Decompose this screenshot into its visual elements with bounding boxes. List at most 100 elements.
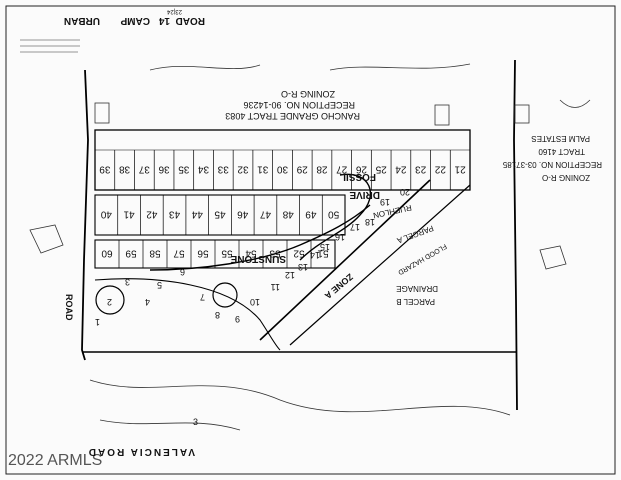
lot-number: 42 [146,209,158,220]
lot-number: 1 [95,317,100,327]
lot-number: 56 [197,248,209,259]
lot-number: 40 [100,209,112,220]
west-road-label: ROAD [64,294,74,321]
lot-number: 34 [198,164,210,175]
lot-number: 24 [395,164,407,175]
scan-border [5,5,616,475]
right-reception: RECEPTION NO. 03-37185 [502,160,602,169]
lot-number: 39 [99,164,111,175]
page-mark: 3 [193,417,198,427]
right-tract: TRACT 4160 [538,147,585,156]
drainage-label: DRAINAGE [396,284,438,293]
zone-a-line-1 [259,179,431,341]
lot-number: 55 [221,248,233,259]
bottom-road-label: VALENCIA ROAD [87,446,195,457]
lot-number: 54 [245,248,257,259]
lot-number: 50 [328,209,340,220]
lot-number: 9 [235,314,240,324]
middle-lot-numbers: 40 41 42 43 44 45 46 47 48 49 50 [100,209,339,220]
grid-label: 23|24 [166,8,182,14]
lot-number: 16 [335,232,345,242]
top-left-notes [20,39,80,53]
lot-number: 17 [350,222,360,232]
lot-number: 11 [271,282,280,292]
west-boundary [81,69,89,361]
lot-number: 44 [191,209,203,220]
lot-number: 60 [101,248,113,259]
lot-number: 48 [282,209,294,220]
middle-lot-block [94,194,346,236]
middle-lot-dividers [117,195,323,235]
lot-number: 49 [305,209,317,220]
cul-de-sac-mid [212,282,238,308]
east-boundary [513,59,518,411]
lot-number: 46 [237,209,249,220]
lot-number: 29 [296,164,308,175]
lot-number: 37 [138,164,150,175]
lot-number: 35 [178,164,190,175]
lot-number: 43 [169,209,181,220]
lot-number: 30 [277,164,289,175]
fossil-label: FOSSIL [340,171,376,182]
lot-number: 12 [285,270,295,280]
top-label-road: ROAD [176,15,205,26]
lot-number: 36 [158,164,170,175]
lot-number: 57 [173,248,185,259]
lot-number: 5 [157,280,162,290]
right-zoning: ZONING R-O [542,173,590,182]
top-header: CAMP URBAN 14 ROAD [64,15,205,26]
lot-number: 4 [145,297,150,307]
fossil-drive-curve [299,173,371,261]
cul-de-sac-left [95,285,125,315]
lot-number: 58 [149,248,161,259]
ruehlon-label: RUEHLON [372,203,412,220]
lot-number: 52 [293,248,305,259]
tract-title-block: RANCHO GRANDE TRACT 4083 RECEPTION NO. 9… [225,89,360,121]
lot-number: 38 [119,164,131,175]
top-label-urban: URBAN [64,15,100,26]
zone-a-line-2 [289,184,471,346]
sunstone-curve [149,204,371,271]
lot-number: 51 [317,248,329,259]
lot-number: 21 [454,164,466,175]
lot-number: 45 [214,209,226,220]
tract-title-line3: ZONING R-O [281,89,335,99]
lot-number: 13 [298,262,308,272]
lot-number: 6 [180,267,185,277]
top-label-14: 14 [158,15,170,26]
lot-number: 32 [237,164,249,175]
right-tract-block: ZONING R-O RECEPTION NO. 03-37185 TRACT … [502,134,602,182]
lot-number: 27 [336,164,348,175]
tract-title-line1: RANCHO GRANDE TRACT 4083 [225,111,360,121]
flood-hazard-label: FLOOD HAZARD [397,242,448,275]
lot-number: 41 [123,209,135,220]
lot-number: 25 [375,164,387,175]
lot-number: 28 [316,164,328,175]
lot-number: 26 [355,164,367,175]
lot-number: 23 [415,164,427,175]
lot-number: 33 [217,164,229,175]
lot-number: 22 [434,164,446,175]
lot-number: 19 [380,197,390,207]
lot-number: 31 [257,164,269,175]
parcel-a-label: PARCEL A [395,224,435,246]
parcel-b-label: PARCEL B [396,297,435,306]
lot-number: 2 [107,297,112,307]
drive-label: DRIVE [349,189,380,200]
lot-number: 8 [215,310,220,320]
adjacent-parcels [29,63,591,431]
lot-number: 59 [125,248,137,259]
north-lot-dividers [114,150,451,190]
lot-number: 14 [310,250,320,260]
lot-number: 20 [400,187,410,197]
lot-number: 7 [200,292,205,302]
upper-lot-block [94,129,471,191]
lot-number: 18 [365,217,375,227]
lot-number: 47 [259,209,271,220]
right-estates: PALM ESTATES [531,134,590,143]
sunstone-label: SUNSTONE [230,253,286,264]
watermark: 2022 ARMLS [8,452,102,469]
north-lot-numbers: 39 38 37 36 35 34 33 32 31 30 29 28 27 26 25 24 23 22 21 [99,164,466,175]
